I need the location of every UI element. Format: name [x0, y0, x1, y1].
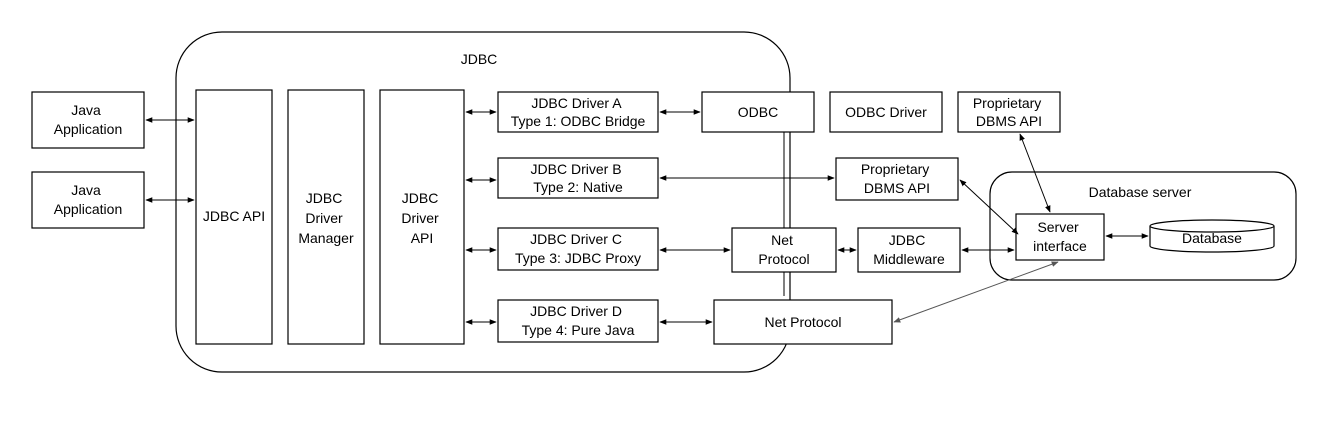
- driver-b-line-2: Type 2: Native: [533, 179, 623, 195]
- driver-d-line-2: Type 4: Pure Java: [522, 322, 635, 338]
- jdbc-driver-a-box: JDBC Driver A Type 1: ODBC Bridge: [497, 91, 659, 133]
- driver-c-line-1: JDBC Driver C: [530, 231, 622, 247]
- server-interface-box: Server interface: [1015, 213, 1105, 261]
- java-application-2-line-1: Java: [71, 182, 101, 198]
- database-server-label: Database server: [1089, 184, 1192, 200]
- jdbc-driver-manager-box: JDBC Driver Manager: [287, 89, 365, 345]
- driver-manager-line-3: Manager: [298, 230, 354, 246]
- java-application-box-2: Java Application: [31, 171, 145, 229]
- jdbc-middleware-line-2: Middleware: [873, 251, 945, 267]
- java-application-box-1: Java Application: [31, 91, 145, 149]
- jdbc-api-label: JDBC API: [203, 208, 265, 224]
- proprietary-top-line-2: DBMS API: [976, 113, 1042, 129]
- jdbc-api-box: JDBC API: [195, 89, 273, 345]
- jdbc-driver-d-box: JDBC Driver D Type 4: Pure Java: [497, 299, 659, 343]
- svg-text:JDBC Driver Manage: JDBC Driver Manager: [298, 190, 354, 246]
- net-protocol-d-box: Net Protocol: [713, 299, 893, 345]
- net-protocol-c-line-2: Protocol: [758, 251, 809, 267]
- database-label: Database: [1182, 230, 1242, 246]
- driver-manager-line-2: Driver: [305, 210, 343, 226]
- driver-api-line-1: JDBC: [402, 190, 439, 206]
- arrow-netprotocol-d-server: [893, 261, 1059, 323]
- arrow-proprietary-mid-server: [959, 179, 1019, 235]
- proprietary-mid-line-1: Proprietary: [861, 161, 929, 177]
- driver-c-line-2: Type 3: JDBC Proxy: [515, 250, 641, 266]
- server-interface-line-1: Server: [1037, 219, 1079, 235]
- driver-api-line-3: API: [411, 230, 434, 246]
- svg-text:Proprietary DBMS API: Proprietary DBMS API: [973, 95, 1045, 129]
- net-protocol-c-line-1: Net: [771, 232, 793, 248]
- svg-text:Net Protocol: Net Protocol: [758, 232, 809, 267]
- svg-text:Server interface: Server interface: [1033, 219, 1087, 254]
- svg-text:JDBC Driver A Type 1: OD: JDBC Driver A Type 1: ODBC Bridge: [511, 95, 646, 129]
- database-cylinder: Database: [1149, 219, 1275, 253]
- net-protocol-c-box: Net Protocol: [731, 227, 837, 273]
- arrow-proprietary-top-server: [1019, 133, 1051, 213]
- svg-text:JDBC Driver C Type 3: JD: JDBC Driver C Type 3: JDBC Proxy: [515, 231, 641, 266]
- proprietary-top-line-1: Proprietary: [973, 95, 1041, 111]
- driver-a-line-1: JDBC Driver A: [531, 95, 622, 111]
- server-interface-line-2: interface: [1033, 238, 1087, 254]
- driver-a-line-2: Type 1: ODBC Bridge: [511, 113, 646, 129]
- java-application-1-line-1: Java: [71, 102, 101, 118]
- svg-text:JDBC Driver D Type 4: Pu: JDBC Driver D Type 4: Pure Java: [522, 303, 635, 338]
- jdbc-middleware-line-1: JDBC: [889, 232, 926, 248]
- jdbc-middleware-box: JDBC Middleware: [857, 227, 961, 273]
- svg-text:Java Application: Java Application: [54, 182, 123, 217]
- driver-b-line-1: JDBC Driver B: [531, 161, 622, 177]
- svg-text:JDBC Driver B Type 2: Na: JDBC Driver B Type 2: Native: [531, 161, 626, 195]
- odbc-driver-box: ODBC Driver: [829, 91, 943, 133]
- java-application-1-line-2: Application: [54, 121, 123, 137]
- jdbc-driver-b-box: JDBC Driver B Type 2: Native: [497, 157, 659, 199]
- driver-manager-line-1: JDBC: [306, 190, 343, 206]
- odbc-driver-label: ODBC Driver: [845, 104, 927, 120]
- net-protocol-d-label: Net Protocol: [764, 314, 841, 330]
- jdbc-container-label: JDBC: [461, 51, 498, 67]
- svg-text:JDBC Driver API: JDBC Driver API: [401, 190, 442, 246]
- jdbc-driver-c-box: JDBC Driver C Type 3: JDBC Proxy: [497, 227, 659, 271]
- driver-d-line-1: JDBC Driver D: [530, 303, 622, 319]
- svg-text:Proprietary DBMS API: Proprietary DBMS API: [861, 161, 933, 196]
- svg-text:Java Application: Java Application: [54, 102, 123, 137]
- java-application-2-line-2: Application: [54, 201, 123, 217]
- jdbc-driver-api-box: JDBC Driver API: [379, 89, 465, 345]
- proprietary-dbms-api-mid-box: Proprietary DBMS API: [835, 157, 959, 201]
- odbc-label: ODBC: [738, 104, 778, 120]
- proprietary-mid-line-2: DBMS API: [864, 180, 930, 196]
- proprietary-dbms-api-top-box: Proprietary DBMS API: [957, 91, 1061, 133]
- odbc-box: ODBC: [701, 91, 815, 133]
- driver-api-line-2: Driver: [401, 210, 439, 226]
